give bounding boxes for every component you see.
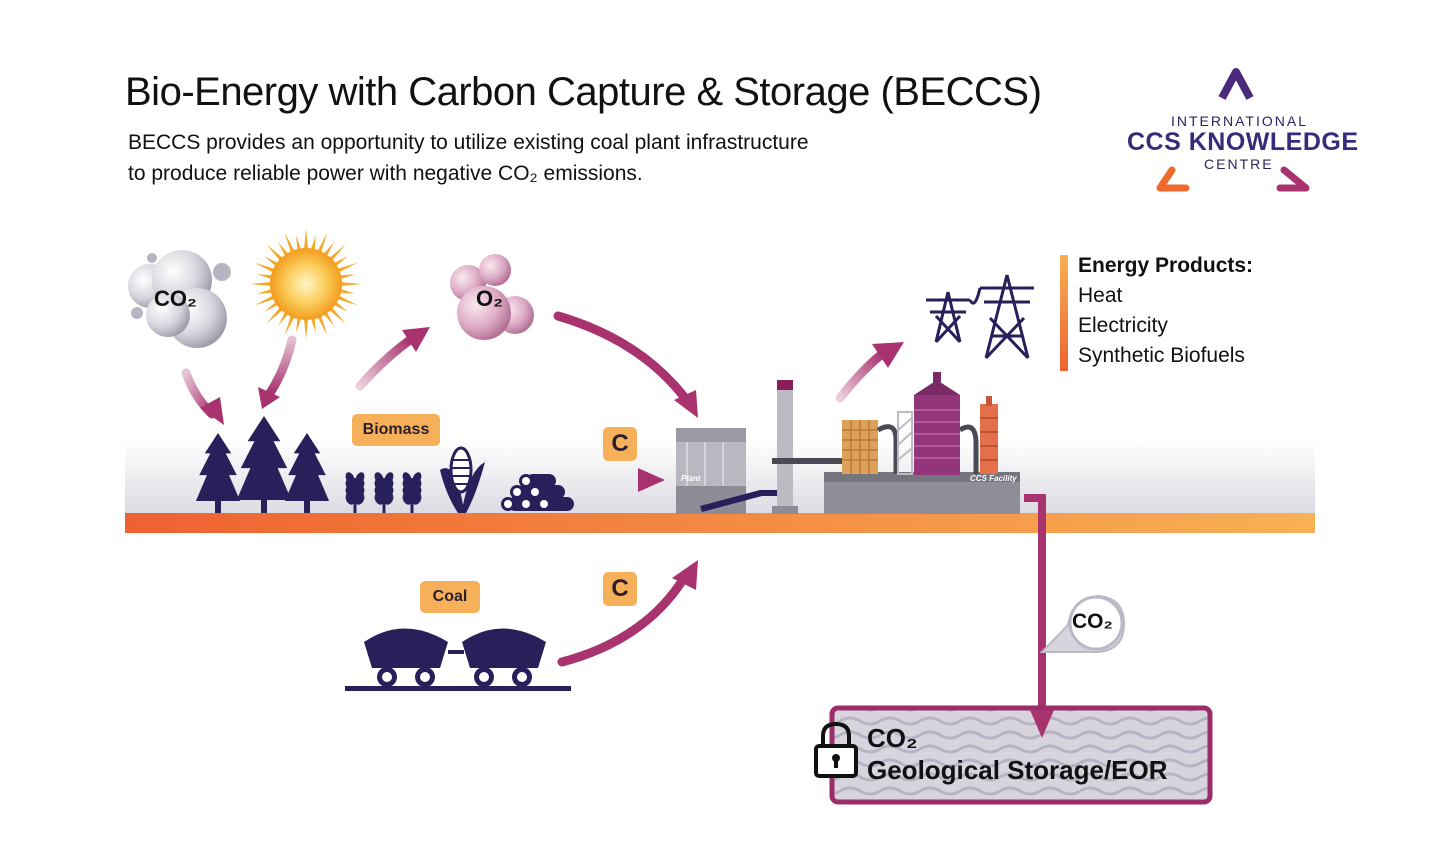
trees-icon [195, 416, 330, 513]
co2-cloud-icon [128, 250, 231, 348]
coal-carts-icon [345, 628, 571, 691]
power-plant-icon [676, 380, 842, 514]
plant-label: Plant [681, 474, 701, 483]
storage-label-line-2: Geological Storage/EOR [867, 755, 1168, 785]
co2-pipe-label: CO₂ [1072, 610, 1113, 633]
carbon-tag-bottom: C [603, 572, 637, 606]
sun-icon [250, 228, 362, 340]
page-title: Bio-Energy with Carbon Capture & Storage… [125, 70, 1042, 114]
co2-cloud-label: CO₂ [154, 286, 197, 311]
energy-product-heat: Heat [1078, 284, 1123, 307]
logo-icon [1156, 68, 1310, 192]
logo-text-top: INTERNATIONAL [1171, 113, 1308, 129]
ccs-facility-icon [824, 372, 1020, 514]
corn-icon [440, 446, 485, 513]
biomass-tag: Biomass [352, 414, 440, 446]
arrows [181, 311, 1054, 738]
storage-label-line-1: CO₂ [867, 723, 918, 753]
o2-cloud-icon [450, 254, 534, 340]
carbon-tag-top: C [603, 427, 637, 461]
energy-product-electricity: Electricity [1078, 314, 1168, 337]
logs-icon [501, 474, 574, 511]
subtitle-line-2: to produce reliable power with negative … [128, 162, 643, 185]
co2-pipe-bubble [1039, 594, 1126, 653]
ground-line [125, 513, 1315, 533]
energy-products-bar [1060, 255, 1068, 371]
o2-cloud-label: O₂ [476, 286, 503, 311]
subtitle-line-1: BECCS provides an opportunity to utilize… [128, 131, 809, 154]
wheat-icon [345, 472, 422, 513]
logo-text-bottom: CENTRE [1204, 156, 1274, 172]
ccs-facility-label: CCS Facility [970, 474, 1017, 483]
transmission-towers-icon [926, 274, 1034, 360]
coal-tag: Coal [420, 581, 480, 613]
padlock-icon [814, 721, 858, 778]
energy-products-heading: Energy Products: [1078, 254, 1254, 277]
logo-text-main: CCS KNOWLEDGE [1127, 128, 1359, 156]
energy-product-biofuels: Synthetic Biofuels [1078, 344, 1245, 367]
